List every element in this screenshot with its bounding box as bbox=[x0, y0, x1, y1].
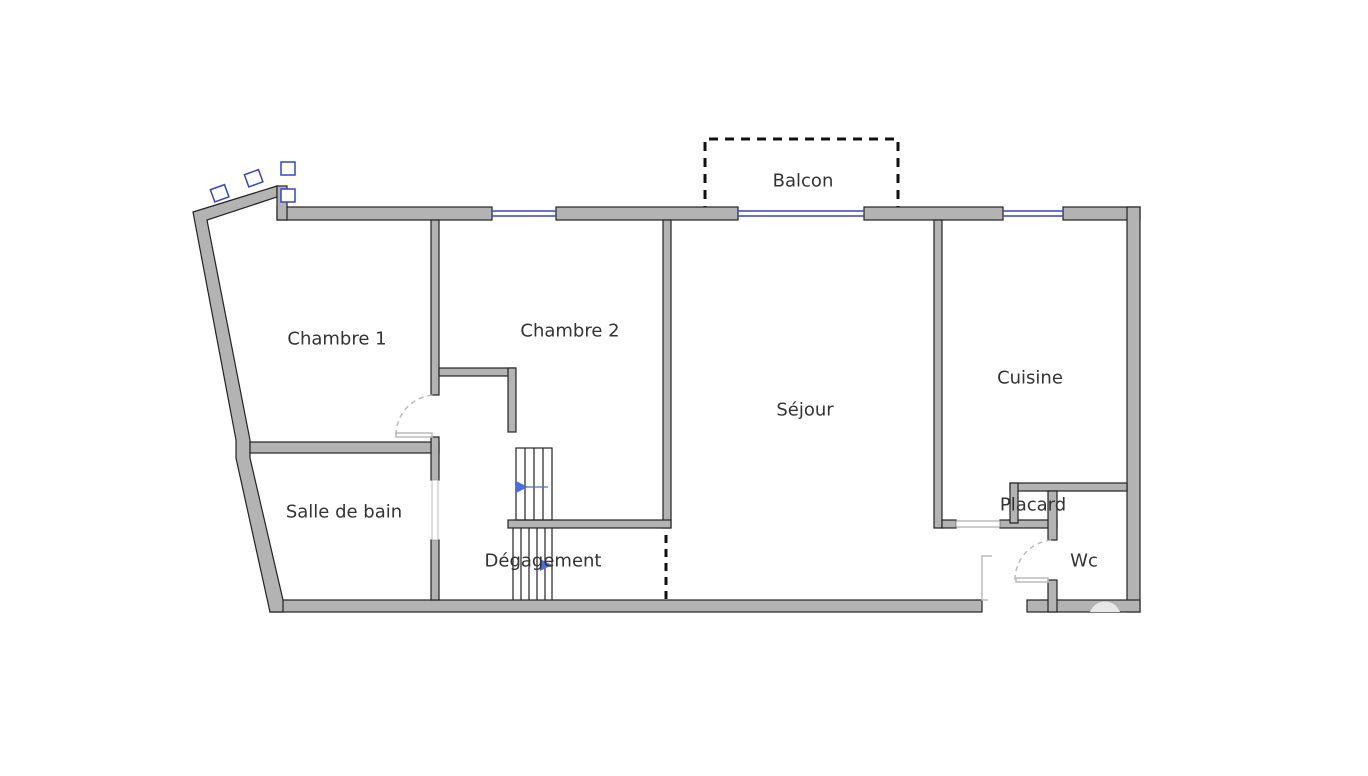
room-label-wc: Wc bbox=[1070, 550, 1098, 572]
room-label-salle-de-bain: Salle de bain bbox=[285, 501, 403, 523]
room-label-placard: Placard bbox=[999, 494, 1067, 516]
room-label-chambre-1: Chambre 1 bbox=[287, 328, 387, 350]
room-label-degagement: Dégagement bbox=[484, 550, 602, 572]
room-label-cuisine: Cuisine bbox=[997, 367, 1063, 389]
room-label-balcon: Balcon bbox=[772, 170, 834, 192]
exterior-walls bbox=[192, 185, 1141, 613]
windows bbox=[209, 161, 1063, 217]
room-label-chambre-2: Chambre 2 bbox=[520, 320, 620, 342]
interior-walls bbox=[249, 219, 1128, 613]
doors bbox=[395, 394, 1120, 612]
room-label-sejour: Séjour bbox=[776, 399, 834, 421]
staircase bbox=[512, 447, 553, 600]
balcony-outline bbox=[703, 137, 900, 215]
